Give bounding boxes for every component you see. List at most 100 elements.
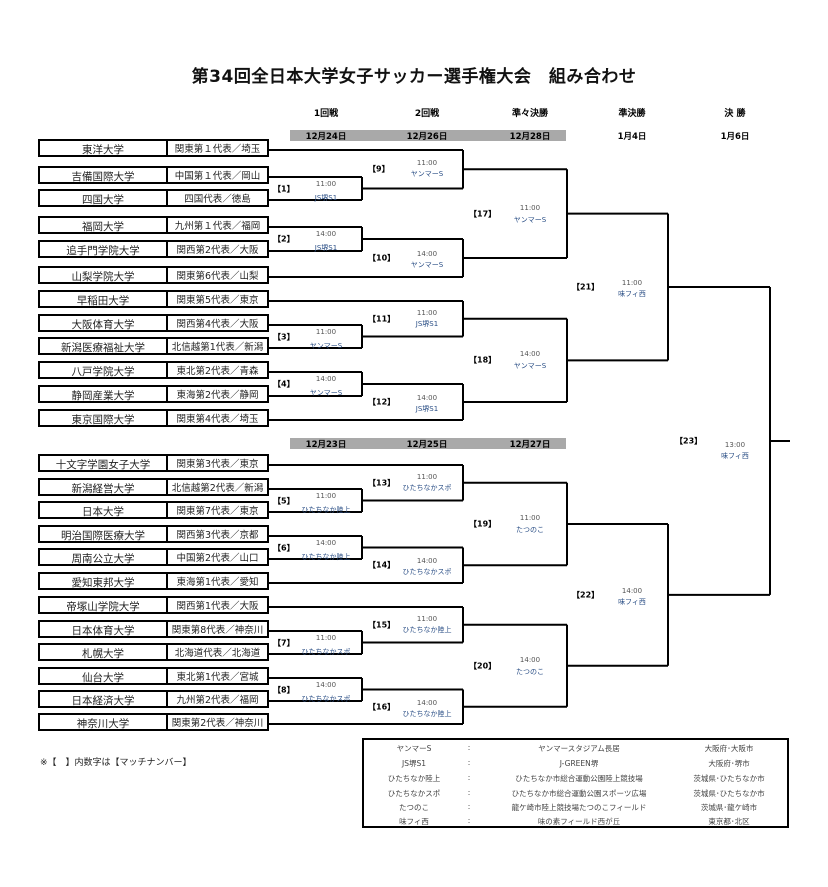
team-region: 関東第4代表／埼玉 xyxy=(167,409,269,427)
team-name: 仙台大学 xyxy=(38,667,167,685)
team-region: 九州第2代表／福岡 xyxy=(167,690,269,708)
match-time: 14:00 xyxy=(416,394,438,402)
team-row: 四国大学四国代表／徳島 xyxy=(38,189,269,207)
team-name: 吉備国際大学 xyxy=(38,166,167,184)
legend-venue: ひたちなか市総合運動公園スポーツ広場 xyxy=(511,789,647,798)
date-bottom-qf: 12月27日 xyxy=(509,440,551,450)
round-header-final: 決 勝 xyxy=(724,109,746,119)
round-header-1: 1回戦 xyxy=(313,109,339,119)
legend-venue: J-GREEN堺 xyxy=(559,759,599,768)
match-time: 14:00 xyxy=(416,250,438,258)
team-region: 関東第１代表／埼玉 xyxy=(167,139,269,157)
match-time: 14:00 xyxy=(416,698,438,707)
match-time: 14:00 xyxy=(519,655,541,664)
match-venue: 味フィ西 xyxy=(721,451,749,460)
date-top-r1: 12月24日 xyxy=(305,132,347,142)
team-name: 福岡大学 xyxy=(38,216,167,234)
match-number-note: ※【 】内数字は【マッチナンバー】 xyxy=(40,758,192,768)
legend-separator: : xyxy=(467,743,471,752)
match-time: 14:00 xyxy=(315,375,337,383)
match-venue: ひたちなかスポ xyxy=(402,483,452,492)
match-venue: たつのこ xyxy=(516,526,544,534)
match-time: 11:00 xyxy=(315,327,337,336)
match-number: 【21】 xyxy=(572,282,600,292)
legend-venue: 味の素フィールド西が丘 xyxy=(537,817,621,826)
date-bottom-r1: 12月23日 xyxy=(305,440,347,450)
match-time: 14:00 xyxy=(315,680,337,689)
match-venue: ヤンマーS xyxy=(513,215,547,224)
team-name: 愛知東邦大学 xyxy=(38,572,167,590)
match-venue: ひたちなかスポ xyxy=(402,568,452,577)
team-row: 日本大学関東第7代表／東京 xyxy=(38,501,269,519)
match-number: 【4】 xyxy=(273,379,295,389)
team-region: 北信越第2代表／新潟 xyxy=(167,478,269,496)
match-time: 11:00 xyxy=(519,514,541,522)
team-region: 関東第8代表／神奈川 xyxy=(167,620,269,638)
match-time: 14:00 xyxy=(315,538,337,547)
legend-row: ひたちなか陸上:ひたちなか市総合運動公園陸上競技場茨城県･ひたちなか市 xyxy=(364,773,787,787)
team-name: 追手門学院大学 xyxy=(38,240,167,258)
legend-abbr: 味フィ西 xyxy=(399,817,429,826)
match-time: 14:00 xyxy=(621,586,643,595)
match-venue: ひたちなか陸上 xyxy=(301,505,351,514)
match-number: 【8】 xyxy=(273,685,295,694)
team-region: 中国第2代表／山口 xyxy=(167,548,269,566)
match-number: 【13】 xyxy=(368,478,396,488)
team-row: 追手門学院大学関西第2代表／大阪 xyxy=(38,240,269,258)
team-region: 中国第１代表／岡山 xyxy=(167,166,269,184)
match-number: 【11】 xyxy=(368,314,396,324)
team-row: 早稲田大学関東第5代表／東京 xyxy=(38,290,269,308)
legend-venue: 龍ケ崎市陸上競技場たつのこフィールド xyxy=(511,803,647,812)
match-number: 【20】 xyxy=(469,661,497,671)
match-number: 【22】 xyxy=(572,590,600,600)
legend-row: ひたちなかスポ:ひたちなか市総合運動公園スポーツ広場茨城県･ひたちなか市 xyxy=(364,788,787,802)
team-name: 日本大学 xyxy=(38,501,167,519)
match-venue: ひたちなか陸上 xyxy=(301,552,351,561)
match-number: 【17】 xyxy=(469,209,497,219)
match-venue: ひたちなかスポ xyxy=(301,694,351,703)
date-top-qf: 12月28日 xyxy=(509,132,551,142)
legend-row: 味フィ西:味の素フィールド西が丘東京都･北区 xyxy=(364,816,787,830)
match-time: 11:00 xyxy=(416,614,438,623)
date-sf: 1月4日 xyxy=(617,132,647,142)
round-header-2: 2回戦 xyxy=(414,109,440,119)
team-name: 新潟医療福祉大学 xyxy=(38,337,167,355)
match-time: 11:00 xyxy=(416,159,438,168)
legend-separator: : xyxy=(467,773,471,782)
team-name: 札幌大学 xyxy=(38,643,167,661)
match-venue: ひたちなか陸上 xyxy=(402,709,452,718)
team-region: 関東第2代表／神奈川 xyxy=(167,713,269,731)
legend-row: JS堺S1:J-GREEN堺大阪府･堺市 xyxy=(364,758,787,772)
match-time: 14:00 xyxy=(519,350,541,359)
match-number: 【18】 xyxy=(469,355,497,365)
match-number: 【3】 xyxy=(273,332,295,341)
match-venue: ヤンマーS xyxy=(309,341,343,350)
team-name: 明治国際医療大学 xyxy=(38,525,167,543)
match-number: 【19】 xyxy=(469,519,497,529)
team-row: 静岡産業大学東海第2代表／静岡 xyxy=(38,385,269,403)
legend-separator: : xyxy=(467,816,471,825)
team-region: 関東第5代表／東京 xyxy=(167,290,269,308)
legend-row: たつのこ:龍ケ崎市陸上競技場たつのこフィールド茨城県･龍ケ崎市 xyxy=(364,802,787,816)
legend-abbr: JS堺S1 xyxy=(401,759,426,768)
match-time: 14:00 xyxy=(315,230,337,238)
match-number: 【16】 xyxy=(368,702,396,712)
team-region: 九州第１代表／福岡 xyxy=(167,216,269,234)
date-final: 1月6日 xyxy=(720,132,750,142)
match-venue: JS堺S1 xyxy=(415,319,439,328)
match-time: 11:00 xyxy=(416,308,438,317)
legend-separator: : xyxy=(467,802,471,811)
team-name: 八戸学院大学 xyxy=(38,361,167,379)
team-name: 山梨学院大学 xyxy=(38,266,167,284)
team-region: 東北第1代表／宮城 xyxy=(167,667,269,685)
team-row: 仙台大学東北第1代表／宮城 xyxy=(38,667,269,685)
team-row: 日本体育大学関東第8代表／神奈川 xyxy=(38,620,269,638)
match-number: 【1】 xyxy=(273,184,295,193)
legend-location: 大阪府･堺市 xyxy=(708,759,750,768)
match-venue: JS堺S1 xyxy=(314,244,338,252)
team-row: 帝塚山学院大学関西第1代表／大阪 xyxy=(38,596,269,614)
team-region: 東北第2代表／青森 xyxy=(167,361,269,379)
team-name: 大阪体育大学 xyxy=(38,314,167,332)
legend-abbr: ひたちなか陸上 xyxy=(387,774,441,783)
